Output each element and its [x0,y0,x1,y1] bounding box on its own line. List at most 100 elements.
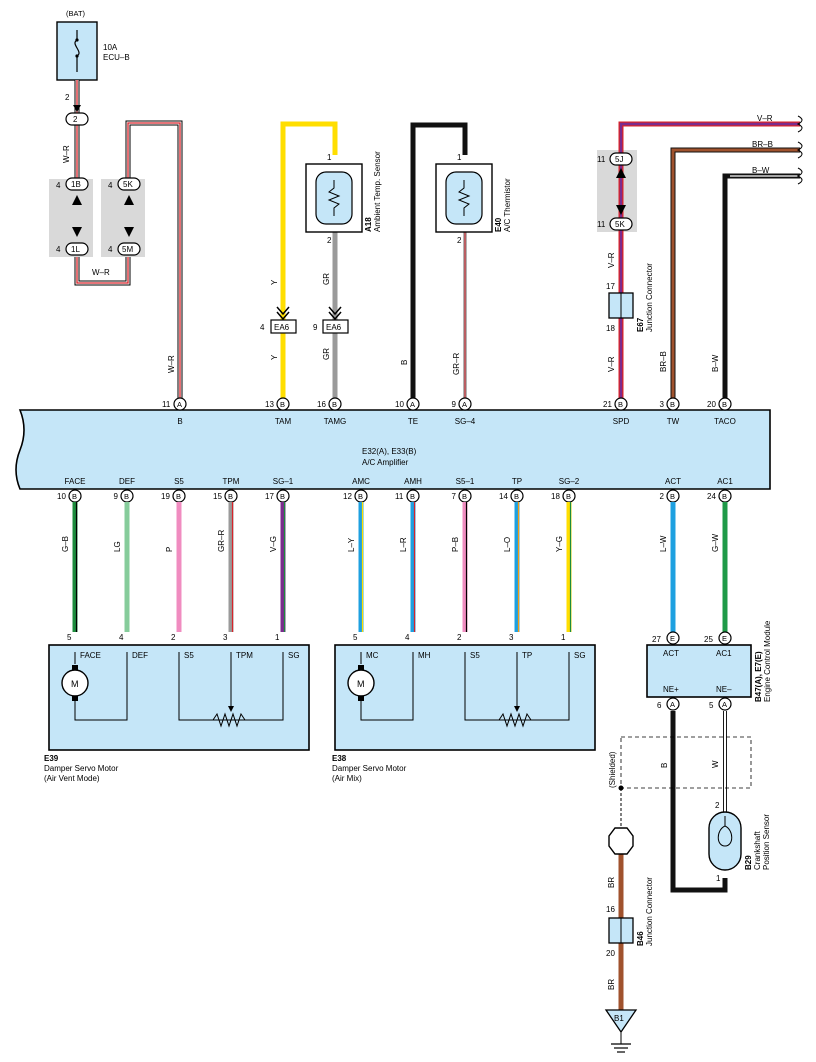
amp-pin-label: SG–4 [455,417,476,426]
amp-pin-face: B 10 [57,489,82,503]
svg-text:5: 5 [709,701,714,710]
amp-pin-s5: B19 [161,489,186,503]
svg-text:4: 4 [108,245,113,254]
amp-pin-sg–4: A9 [452,397,472,411]
svg-text:BR–B: BR–B [752,140,773,149]
amplifier-subtitle: A/C Amplifier [362,458,409,467]
joint-5k-2: 11 5K [597,217,633,231]
svg-text:Damper Servo Motor: Damper Servo Motor [332,764,407,773]
svg-text:9: 9 [313,323,318,332]
svg-text:A: A [177,400,182,409]
fuse-ecu-b: (BAT) 10A ECU–B 2 [56,9,130,102]
svg-text:B: B [72,492,77,501]
coil-icon [717,816,733,847]
thermistor-icon [327,180,341,216]
svg-text:B–W: B–W [752,166,770,175]
svg-text:BR: BR [607,877,616,888]
joint-5j: 11 5J [597,152,633,166]
motor-terminal-label: TPM [236,651,253,660]
shield-ground-icon [608,827,634,855]
svg-text:21: 21 [603,400,612,409]
joint-1l: 4 1L [56,242,89,256]
amp-pin-tamg: B16 [317,397,342,411]
svg-text:2: 2 [327,236,332,245]
svg-text:B: B [358,492,363,501]
svg-text:10: 10 [57,492,66,501]
svg-text:B: B [514,492,519,501]
junction-connector-e67: 17 18 E67 Junction Connector [606,263,654,333]
wire-label: V–G [269,536,278,552]
amp-pin-spd: B 21 [603,397,628,411]
svg-text:B: B [124,492,129,501]
svg-text:25: 25 [704,635,713,644]
wire-label: L–W [659,535,668,552]
svg-text:E: E [670,634,675,643]
svg-text:Ambient Temp. Sensor: Ambient Temp. Sensor [373,151,382,232]
amp-pin-taco: B20 [707,397,732,411]
svg-text:5K: 5K [123,180,133,189]
motor-pin-number: 5 [353,633,358,642]
amp-pin-b: A11 [162,397,187,411]
svg-text:27: 27 [652,635,661,644]
amp-pin-label: AC1 [717,477,733,486]
svg-text:2: 2 [73,115,78,124]
amp-pin-label: S5–1 [456,477,475,486]
motor-terminal-label: MC [366,651,379,660]
svg-text:A: A [670,700,675,709]
amp-pin-label: S5 [174,477,184,486]
svg-text:B: B [722,492,727,501]
svg-text:NE–: NE– [716,685,732,694]
svg-text:B: B [566,492,571,501]
amp-pin-amc: B 12 [343,489,368,503]
wire-bw-taco: B–W B–W [711,166,800,400]
svg-text:V–R: V–R [607,252,616,268]
fuse-name: ECU–B [103,53,130,62]
amp-pin-label: TE [408,417,418,426]
svg-text:4: 4 [108,181,113,190]
amplifier-bottom-pins: B10FACEB9DEFB19S5B15TPMB17SG–1B12AMCB11A… [57,477,733,503]
svg-text:9: 9 [114,492,119,501]
amp-pin-ac1: B 24 [707,489,732,503]
shield-box: (Shielded) [608,736,752,828]
ne-wires: B W [660,711,728,893]
svg-text:24: 24 [707,492,716,501]
wire-grr-sg4: GR–R [452,232,467,400]
amp-pin-label: TPM [223,477,240,486]
svg-text:12: 12 [343,492,352,501]
svg-text:19: 19 [161,492,170,501]
motor-icon: M [61,665,89,701]
svg-text:11: 11 [597,220,606,229]
wire-label: L–O [503,537,512,552]
svg-text:B: B [332,400,337,409]
joint-5k: 4 5K [108,177,141,191]
svg-text:ACT: ACT [663,649,679,658]
amp-pin-sg–2: B18 [551,489,576,503]
svg-text:A: A [410,400,415,409]
svg-text:14: 14 [499,492,508,501]
wire-label: G–W [711,533,720,552]
svg-text:E39: E39 [44,754,59,763]
motor-pin-number: 3 [223,633,228,642]
svg-text:E: E [722,634,727,643]
svg-text:4: 4 [260,323,265,332]
fuse-pin: 2 [65,93,70,102]
amp-pin-label: TACO [714,417,736,426]
amp-pin-def: B9 [114,489,134,503]
svg-text:(Air Vent Mode): (Air Vent Mode) [44,774,100,783]
motor-pin-number: 3 [509,633,514,642]
junction-connector-b46: 16 20 B46 Junction Connector [606,877,654,958]
wire-break-icon [796,115,803,185]
amp-pin-label: TP [512,477,522,486]
svg-text:V–R: V–R [757,114,773,123]
svg-text:4: 4 [56,181,61,190]
wire-label: W–R [62,145,71,163]
motor-terminal-label: DEF [132,651,148,660]
amp-pin-label: AMC [352,477,370,486]
amp-pin-s5–1: B7 [452,489,472,503]
svg-text:2: 2 [457,236,462,245]
wire-b-te: B [400,122,468,400]
svg-text:B: B [618,400,623,409]
amp-pin-tpm: B15 [213,489,238,503]
wire-y-tam: Y Y [270,121,338,400]
